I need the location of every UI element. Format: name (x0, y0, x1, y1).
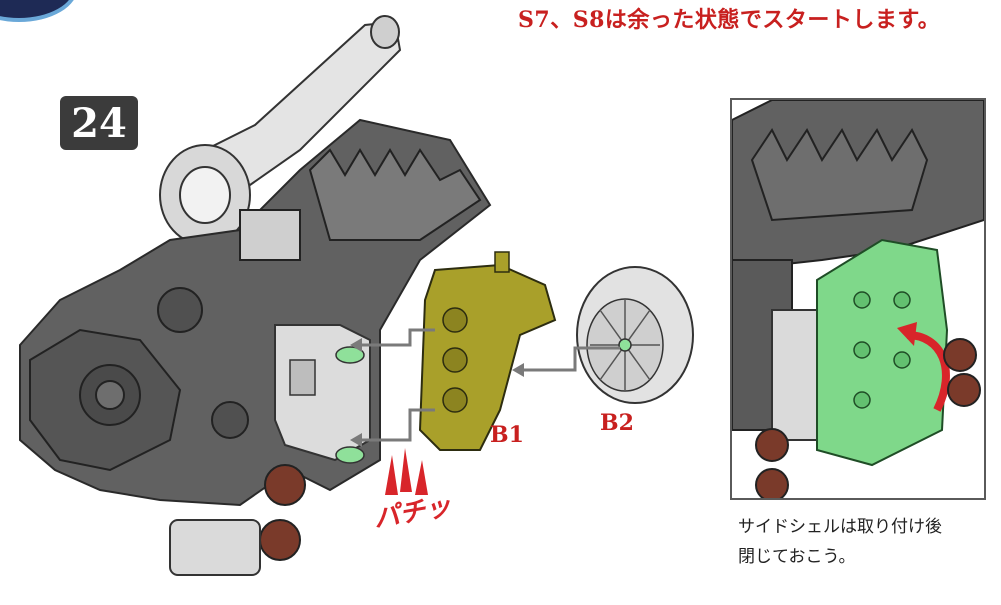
inset-caption: サイドシェルは取り付け後 閉じておこう。 (738, 512, 998, 572)
main-body (19, 118, 492, 507)
cannon-barrel (159, 15, 402, 246)
inset-illustration (732, 100, 984, 498)
part-b1 (418, 251, 557, 451)
header-note: S7、S8は余った状態でスタートします。 (518, 7, 941, 33)
label-b2: B2 (600, 410, 634, 436)
click-marks (385, 448, 428, 495)
caption-line-1: サイドシェルは取り付け後 (738, 517, 942, 537)
caption-line-2: 閉じておこう。 (738, 547, 856, 567)
mount-bracket (274, 324, 371, 464)
assembly-arrows (350, 328, 620, 447)
brown-caps (169, 464, 306, 576)
step-badge: 24 (60, 96, 138, 150)
label-b1: B1 (490, 422, 524, 448)
part-b2 (576, 266, 694, 404)
step-number: 24 (71, 99, 127, 147)
inset-detail (730, 98, 986, 500)
